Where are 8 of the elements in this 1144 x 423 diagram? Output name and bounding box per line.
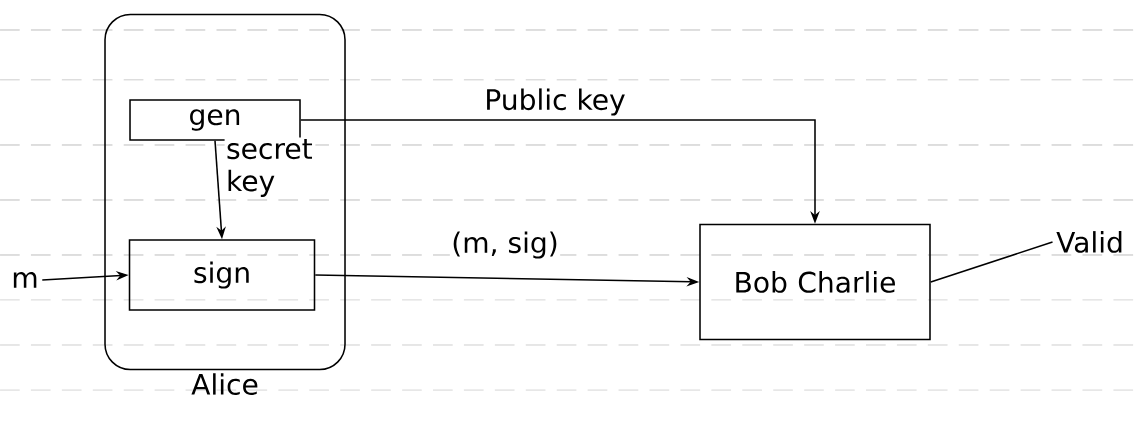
node-label: m bbox=[13, 272, 37, 288]
process-box: sign bbox=[128, 239, 316, 311]
edge-label: Public key bbox=[482, 87, 628, 117]
node-label: Valid bbox=[1056, 231, 1122, 253]
group-label: Alice bbox=[191, 373, 258, 395]
edge-label: (m, sig) bbox=[449, 230, 561, 260]
edge-label: secret key bbox=[224, 137, 316, 199]
process-box: Bob Charlie bbox=[699, 223, 931, 341]
